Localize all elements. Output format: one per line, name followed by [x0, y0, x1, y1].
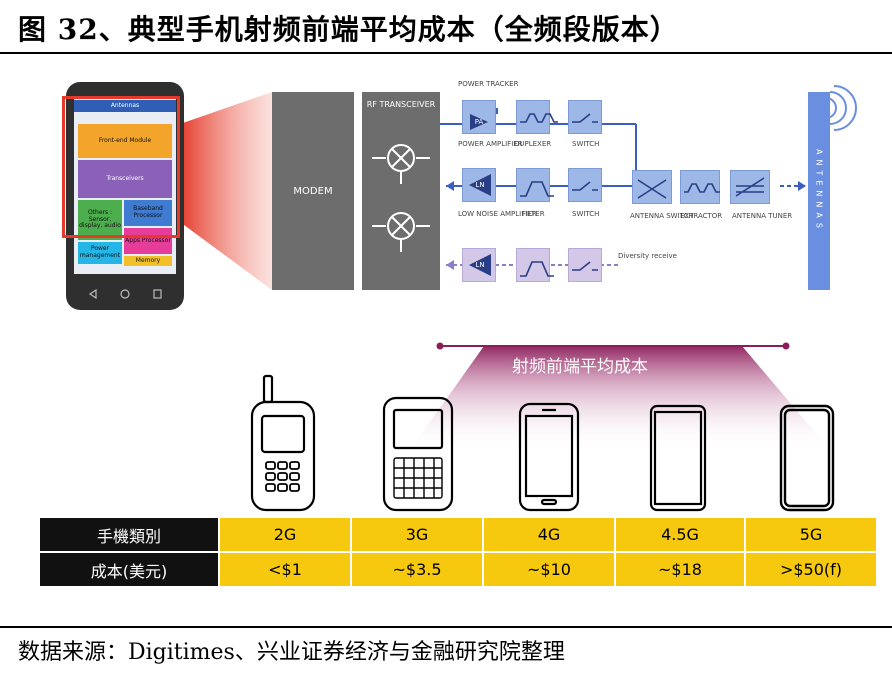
row-header-type: 手機類別 [40, 518, 218, 551]
rf-transceiver-block: RF TRANSCEIVER [362, 92, 440, 290]
filter-block [516, 168, 550, 202]
table-row-cost: 成本(美元) <$1 ~$3.5 ~$10 ~$18 >$50(f) [40, 553, 876, 586]
antenna-tuner-label: ANTENNA TUNER [732, 212, 793, 220]
block-transceivers: Transceivers [78, 160, 172, 198]
power-amplifier-label: POWER AMPLIFIER [458, 140, 523, 148]
rf-transceiver-label: RF TRANSCEIVER [366, 100, 436, 109]
antenna-switch-icon [637, 179, 667, 199]
duplexer-label: DUPLEXER [514, 140, 552, 148]
phone-2g-icon [250, 374, 316, 512]
title-rule [0, 52, 892, 54]
extractor-block [680, 170, 720, 204]
filter-icon [520, 181, 554, 197]
antennas-label: ANTENNAS [814, 149, 824, 233]
range-start-dot [436, 342, 444, 350]
phone-nav-bar [88, 288, 162, 300]
cost-cell-5g: >$50(f) [746, 553, 876, 586]
cost-cell-3g: ~$3.5 [352, 553, 482, 586]
mixer-icon-top [372, 144, 430, 184]
cost-spotlight [410, 342, 830, 450]
cost-cell-4-5g: ~$18 [616, 553, 744, 586]
diversity-filter-icon [520, 261, 554, 277]
power-amplifier-block: PA [462, 112, 496, 134]
gen-cell-4g: 4G [484, 518, 614, 551]
filter-label: FILTER [522, 210, 545, 218]
gen-cell-5g: 5G [746, 518, 876, 551]
block-apps-processor: Apps Processor [124, 228, 172, 254]
range-end-dot [782, 342, 790, 350]
gen-cell-2g: 2G [220, 518, 350, 551]
row-header-cost: 成本(美元) [40, 553, 218, 586]
cost-cell-4g: ~$10 [484, 553, 614, 586]
power-tracker-block [462, 100, 496, 134]
block-symbols [520, 113, 765, 277]
switch-top-label: SWITCH [572, 140, 600, 148]
source-note: 数据来源：Digitimes、兴业证券经济与金融研究院整理 [18, 640, 565, 665]
extractor-icon [684, 183, 720, 193]
cost-table: 手機類別 2G 3G 4G 4.5G 5G 成本(美元) <$1 ~$3.5 ~… [40, 518, 876, 588]
back-icon [88, 288, 97, 300]
phone-4-5g-icon [649, 404, 707, 512]
table-row-generation: 手機類別 2G 3G 4G 4.5G 5G [40, 518, 876, 551]
gen-cell-4-5g: 4.5G [616, 518, 744, 551]
gen-cell-3g: 3G [352, 518, 482, 551]
diversity-lna-block: LN [462, 248, 496, 282]
home-icon [120, 289, 130, 299]
antennas-bar: ANTENNAS [808, 92, 830, 290]
block-others: Others : Sensor, display, audio [78, 200, 122, 240]
cost-cell-2g: <$1 [220, 553, 350, 586]
modem-block: MODEM [272, 92, 354, 290]
highlight-frame [62, 96, 180, 238]
block-baseband-processor: Baseband Processor [124, 200, 172, 226]
cost-banner-label: 射频前端平均成本 [512, 357, 648, 377]
block-front-end-module: Front-end Module [78, 124, 172, 158]
block-antennas: Antennas [74, 100, 176, 112]
smartphone-illustration: Antennas Front-end Module Transceivers O… [66, 82, 184, 310]
antenna-switch-label: ANTENNA SWITCH [630, 212, 694, 220]
phone-4g-icon [518, 402, 580, 512]
antenna-tuner-icon [735, 177, 765, 197]
phone-3g-icon [382, 396, 454, 512]
antenna-arrow-icon [798, 181, 806, 191]
low-noise-amplifier-label: LOW NOISE AMPLIFIER [458, 210, 537, 218]
figure-title: 图 32、典型手机射频前端平均成本（全频段版本） [18, 13, 679, 46]
switch-mid-label: SWITCH [572, 210, 600, 218]
block-memory: Memory [124, 256, 172, 266]
phone-screen: Antennas Front-end Module Transceivers O… [74, 96, 176, 274]
diversity-arrow-icon [446, 260, 454, 270]
mixer-icon-bottom [372, 212, 430, 252]
diversity-label: Diversity receive [618, 252, 677, 260]
block-power-management: Power management [78, 242, 122, 264]
diversity-switch-icon [572, 261, 598, 271]
phone-5g-icon [779, 404, 835, 512]
lna-block: LN [462, 168, 496, 202]
switch-top-icon [572, 113, 598, 123]
menu-icon [153, 289, 162, 299]
duplexer-icon [520, 113, 558, 123]
rx-arrow-icon [446, 181, 454, 191]
extractor-label: EXTRACTOR [680, 212, 723, 220]
phone-generations [250, 374, 835, 512]
source-rule [0, 626, 892, 628]
switch-mid-icon [572, 181, 598, 191]
power-tracker-label: POWER TRACKER [458, 80, 519, 88]
